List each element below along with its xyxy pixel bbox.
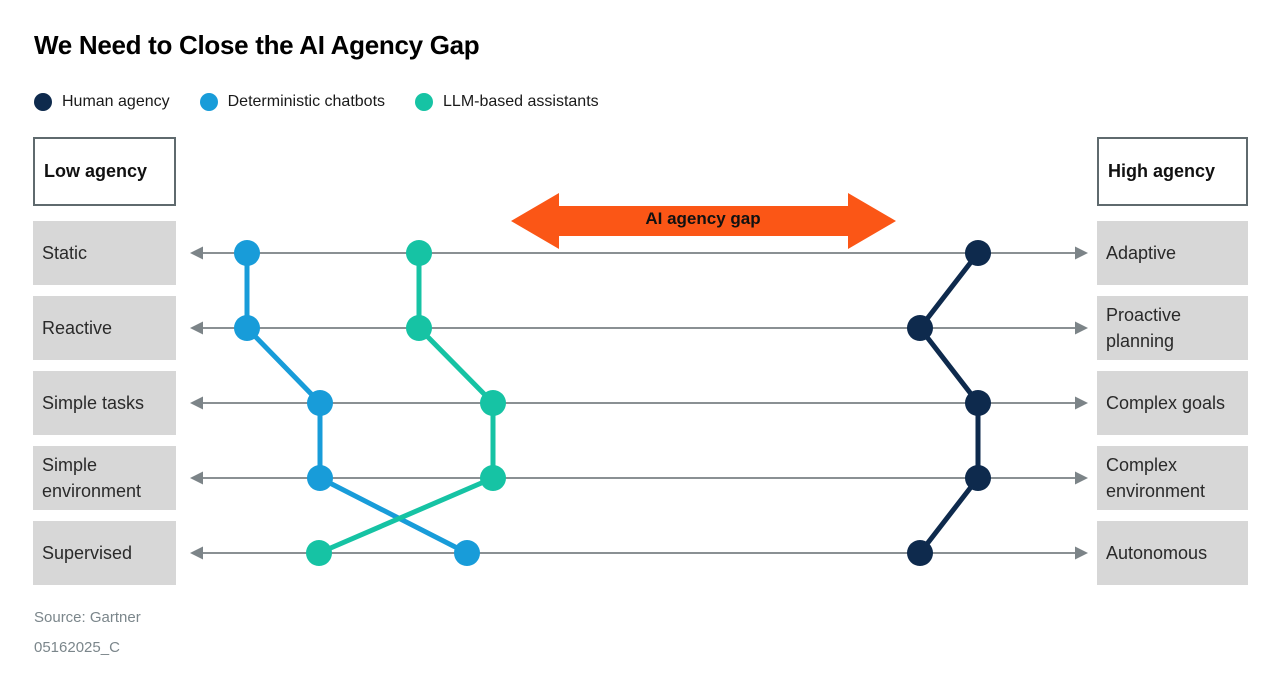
row-label-simple-tasks: Simple tasks bbox=[33, 371, 176, 435]
low-agency-header: Low agency bbox=[33, 137, 176, 206]
legend: Human agency Deterministic chatbots LLM-… bbox=[34, 93, 599, 111]
legend-item-human-agency: Human agency bbox=[34, 93, 170, 111]
legend-label: LLM-based assistants bbox=[443, 93, 599, 110]
high-agency-header: High agency bbox=[1097, 137, 1248, 206]
source-text: Source: Gartner bbox=[34, 609, 141, 626]
legend-item-llm-assistants: LLM-based assistants bbox=[415, 93, 599, 111]
legend-label: Human agency bbox=[62, 93, 170, 110]
footnote-id: 05162025_C bbox=[34, 639, 120, 656]
llm-assistants-dot-icon bbox=[415, 93, 434, 111]
row-label-adaptive: Adaptive bbox=[1097, 221, 1248, 285]
row-label-reactive: Reactive bbox=[33, 296, 176, 360]
legend-item-deterministic-chatbots: Deterministic chatbots bbox=[199, 93, 386, 111]
deterministic-chatbots-dot-icon bbox=[199, 93, 218, 111]
gap-arrow-label: AI agency gap bbox=[645, 209, 761, 228]
row-label-proactive-planning: Proactive planning bbox=[1097, 296, 1248, 360]
row-label-autonomous: Autonomous bbox=[1097, 521, 1248, 585]
page-title: We Need to Close the AI Agency Gap bbox=[34, 30, 480, 60]
row-label-simple-environment: Simple environment bbox=[33, 446, 176, 510]
row-label-complex-environment: Complex environment bbox=[1097, 446, 1248, 510]
row-label-complex-goals: Complex goals bbox=[1097, 371, 1248, 435]
legend-label: Deterministic chatbots bbox=[227, 93, 386, 110]
human-agency-dot-icon bbox=[34, 93, 52, 111]
row-label-static: Static bbox=[33, 221, 176, 285]
row-label-supervised: Supervised bbox=[33, 521, 176, 585]
